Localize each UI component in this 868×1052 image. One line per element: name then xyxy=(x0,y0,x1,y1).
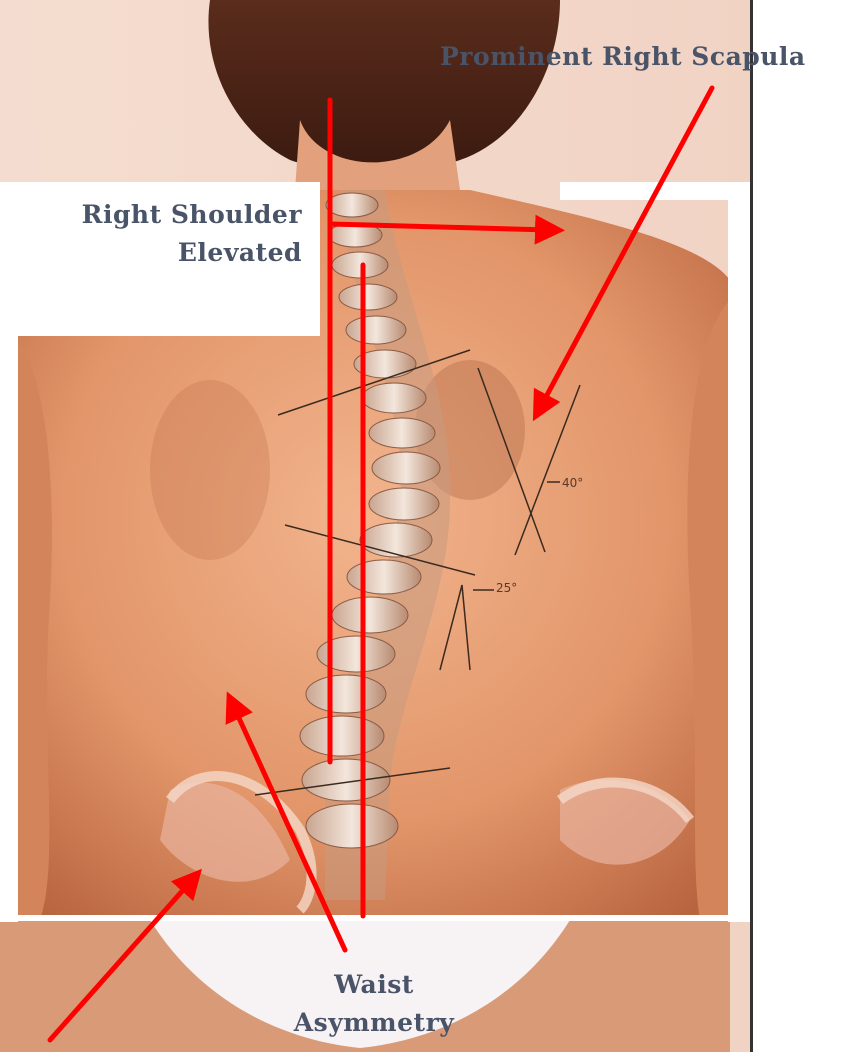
cobb-angle-lower-label: 25° xyxy=(496,581,517,595)
right-shoulder-label-line2: Elevated xyxy=(20,234,302,272)
right-shoulder-elevated-label: Right Shoulder Elevated xyxy=(20,196,302,272)
prominent-right-scapula-label: Prominent Right Scapula xyxy=(440,38,806,76)
right-margin-panel xyxy=(728,182,750,922)
right-shoulder-label-line1: Right Shoulder xyxy=(20,196,302,234)
label-panel-top-right xyxy=(560,182,728,200)
waist-asymmetry-label-line1: Waist xyxy=(274,966,474,1004)
photo-right-border xyxy=(750,0,753,1052)
left-margin-panel xyxy=(0,182,18,922)
waist-asymmetry-label: Waist Asymmetry xyxy=(274,966,474,1042)
waist-asymmetry-label-line2: Asymmetry xyxy=(274,1004,474,1042)
cobb-angle-upper-label: 40° xyxy=(562,476,583,490)
